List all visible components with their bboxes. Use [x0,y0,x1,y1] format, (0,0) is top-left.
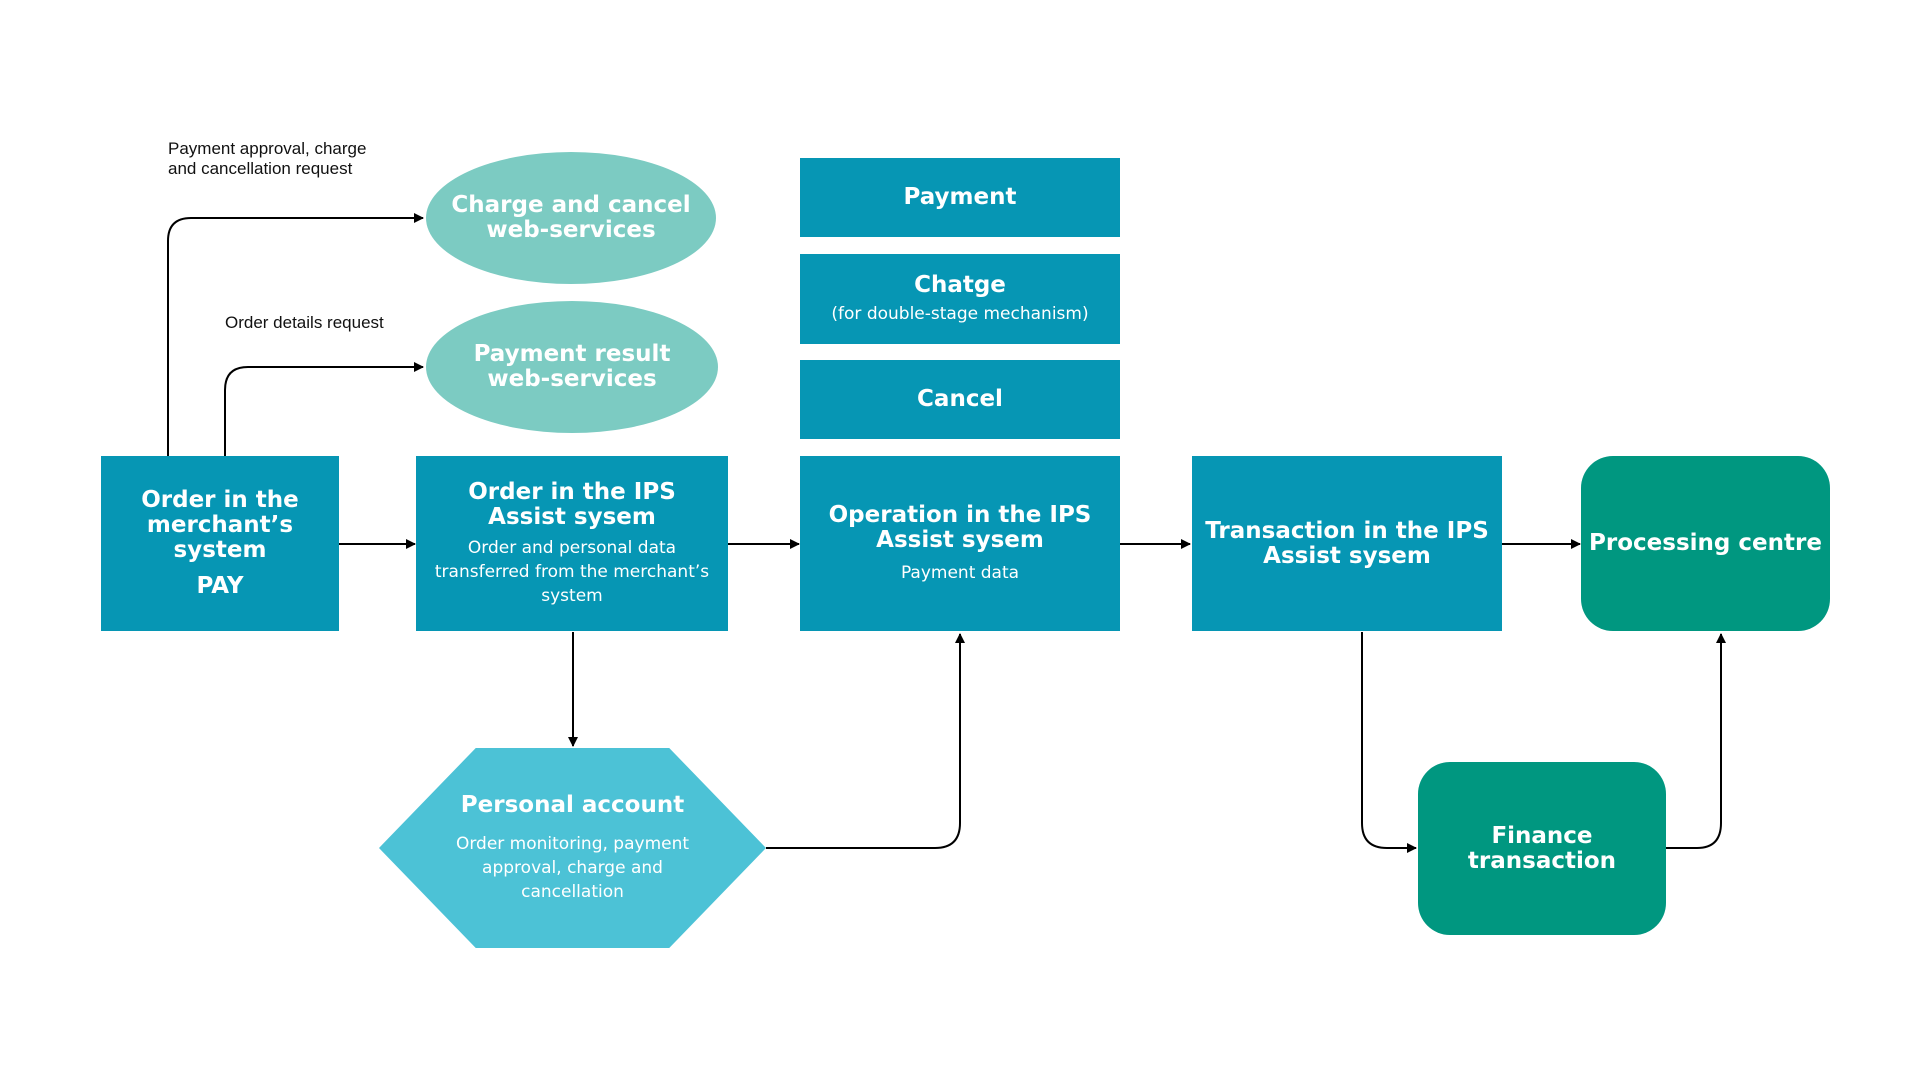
cancel-box: Cancel [800,360,1120,439]
charge-title: Chatge [914,271,1006,298]
cancel-title: Cancel [917,386,1003,412]
operation-subtitle: Payment data [900,562,1020,583]
charge-cancel-title: Charge and cancel web-services [451,192,691,243]
order-details-label: Order details request [225,313,384,332]
arrow-finance-to-processing [1666,633,1726,849]
finance-transaction-box: Finance transaction [1418,762,1666,935]
pay-label: PAY [196,573,244,599]
finance-title: Finance transaction [1467,822,1617,874]
arrow-merchant-to-payment-result [224,362,424,456]
ips-order-title: Order in the IPS Assist sysem [468,478,676,530]
processing-title: Processing centre [1589,530,1822,556]
operation-box: Operation in the IPS Assist sysem Paymen… [800,456,1120,631]
operation-title: Operation in the IPS Assist sysem [828,501,1092,553]
arrow-personal-account-to-operation [766,633,965,849]
transaction-box: Transaction in the IPS Assist sysem [1192,456,1502,631]
transaction-title: Transaction in the IPS Assist sysem [1205,517,1489,569]
payment-result-title: Payment result web-services [473,341,671,392]
ips-order-subtitle: Order and personal data transferred from… [434,537,710,606]
personal-account-content: Personal account Order monitoring, payme… [430,760,715,936]
payment-result-web-services: Payment result web-services [426,301,718,433]
payment-title: Payment [903,184,1017,210]
arrow-merchant-to-charge-cancel [167,213,424,456]
merchant-order-title: Order in the merchant’s system [141,487,299,563]
payment-box: Payment [800,158,1120,237]
ips-order-box: Order in the IPS Assist sysem Order and … [416,456,728,631]
personal-account-title: Personal account [460,791,685,818]
merchant-order-box: Order in the merchant’s system PAY [101,456,339,631]
personal-account-subtitle: Order monitoring, payment approval, char… [455,833,690,902]
charge-subtitle: (for double-stage mechanism) [831,303,1089,324]
charge-box: Chatge (for double-stage mechanism) [800,254,1120,344]
charge-cancel-web-services: Charge and cancel web-services [426,152,716,284]
processing-centre-box: Processing centre [1581,456,1830,631]
arrow-transaction-to-finance [1361,632,1417,853]
payment-approval-label: Payment approval, charge and cancellatio… [168,139,367,178]
